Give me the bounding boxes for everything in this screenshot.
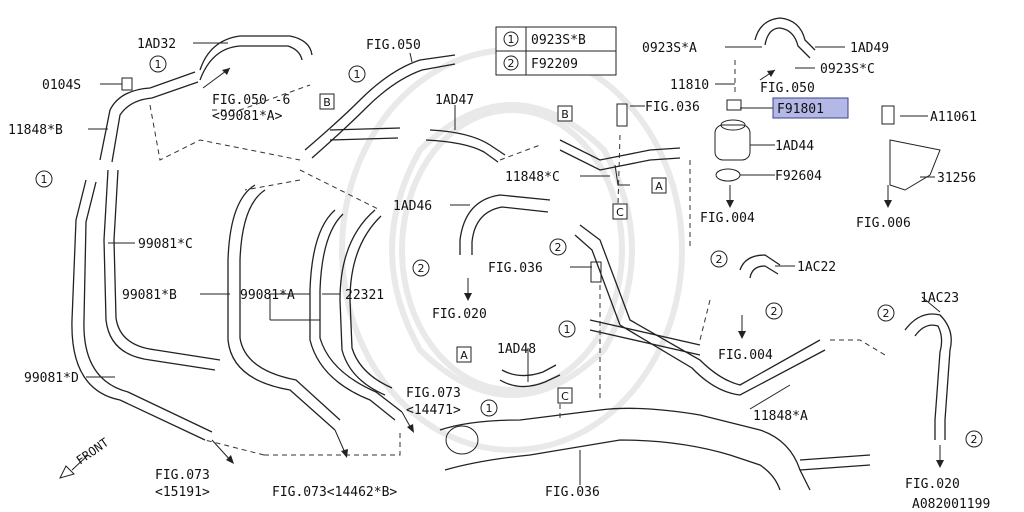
label-fig004-mid: FIG.004 — [718, 348, 773, 363]
callout-1-b: 1 — [354, 68, 361, 81]
leader-lines — [86, 42, 941, 485]
callout-2-d: 2 — [771, 305, 778, 318]
label-99081a: 99081*A — [240, 288, 295, 303]
boxed-refs: B B A C A C — [319, 93, 667, 404]
ref-a-mid: A — [655, 180, 663, 193]
label-99081b: 99081*B — [122, 288, 177, 303]
legend-box: 1 0923S*B 2 F92209 — [495, 26, 617, 76]
ref-b-top: B — [323, 96, 331, 109]
dashed-connectors — [149, 60, 886, 456]
callout-1-a: 1 — [155, 58, 162, 71]
callout-1-c: 1 — [41, 173, 48, 186]
label-0104s: 0104S — [42, 78, 81, 93]
label-a11061: A11061 — [930, 110, 977, 125]
callout-1-d: 1 — [564, 323, 571, 336]
label-14471: <14471> — [406, 403, 461, 418]
label-1ad44: 1AD44 — [775, 139, 814, 154]
arrows — [59, 67, 944, 479]
callout-2-b: 2 — [418, 262, 425, 275]
label-fig050-top: FIG.050 — [366, 38, 421, 53]
label-fig020-l: FIG.020 — [432, 307, 487, 322]
callout-1-e: 1 — [486, 402, 493, 415]
label-1ad32: 1AD32 — [137, 37, 176, 52]
label-0923sc: 0923S*C — [820, 62, 875, 77]
label-fig020-r: FIG.020 — [905, 477, 960, 492]
label-99081a-ref: <99081*A> — [212, 109, 283, 124]
callout-2-e: 2 — [883, 307, 890, 320]
label-11810: 11810 — [670, 78, 709, 93]
label-1ac23: 1AC23 — [920, 291, 959, 306]
label-f92604: F92604 — [775, 169, 822, 184]
label-99081c: 99081*C — [138, 237, 193, 252]
label-fig036-top: FIG.036 — [645, 100, 700, 115]
label-fig073-l: FIG.073 — [155, 468, 210, 483]
label-22321: 22321 — [345, 288, 384, 303]
part-labels: 1AD32 0104S 11848*B FIG.050 -6 <99081*A>… — [8, 37, 990, 512]
hose-drawings — [71, 17, 952, 491]
ref-b-mid: B — [561, 108, 569, 121]
label-fig004-top: FIG.004 — [700, 211, 755, 226]
label-1ad48: 1AD48 — [497, 342, 536, 357]
callout-2-c: 2 — [716, 253, 723, 266]
label-fig073-mid: FIG.073 — [406, 386, 461, 401]
label-f91801[interactable]: F91801 — [777, 102, 824, 117]
callout-2-a: 2 — [555, 241, 562, 254]
circled-callouts: 1 1 1 2 2 2 2 2 1 1 2 — [35, 55, 983, 448]
label-11848b: 11848*B — [8, 123, 63, 138]
legend-num-1: 1 — [508, 33, 515, 46]
legend-num-2: 2 — [508, 57, 515, 70]
label-11848a: 11848*A — [753, 409, 808, 424]
label-fig036-mid: FIG.036 — [488, 261, 543, 276]
legend-code-2: F92209 — [531, 57, 578, 72]
label-1ad49: 1AD49 — [850, 41, 889, 56]
ref-c-low: C — [561, 390, 569, 403]
label-fig050-r: FIG.050 — [760, 81, 815, 96]
label-fig036-b: FIG.036 — [545, 485, 600, 500]
label-1ad46: 1AD46 — [393, 199, 432, 214]
label-99081d: 99081*D — [24, 371, 79, 386]
label-fig006: FIG.006 — [856, 216, 911, 231]
label-fig050-6: FIG.050 -6 — [212, 93, 290, 108]
label-15191: <15191> — [155, 485, 210, 500]
label-11848c: 11848*C — [505, 170, 560, 185]
label-0923sa: 0923S*A — [642, 41, 697, 56]
legend-code-1: 0923S*B — [531, 33, 586, 48]
highlight-f91801 — [772, 97, 849, 119]
label-1ad47: 1AD47 — [435, 93, 474, 108]
watermark-emblem — [339, 47, 685, 453]
label-diagram-code: A082001199 — [912, 497, 990, 512]
callout-2-f: 2 — [971, 433, 978, 446]
label-1ac22: 1AC22 — [797, 260, 836, 275]
label-fig073-b: FIG.073<14462*B> — [272, 485, 397, 500]
label-31256: 31256 — [937, 171, 976, 186]
label-front: FRONT — [74, 435, 112, 467]
ref-a-low: A — [460, 349, 468, 362]
ref-c-mid: C — [616, 206, 624, 219]
